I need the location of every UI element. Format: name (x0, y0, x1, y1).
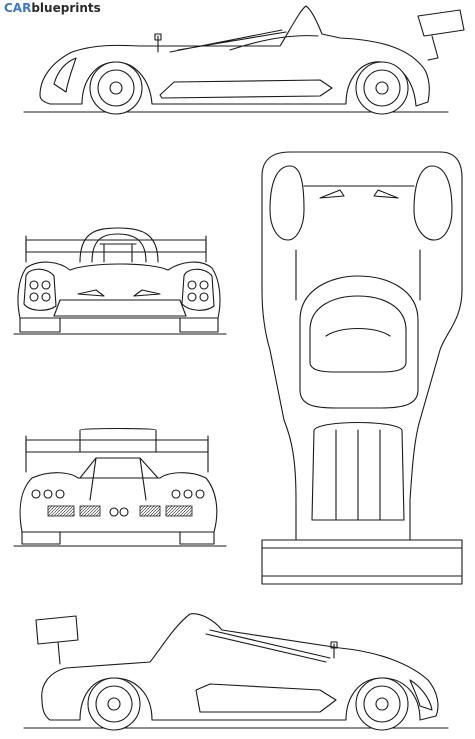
rear-wing (417, 9, 465, 37)
front-arch-right (413, 165, 453, 241)
left-headlights (23, 268, 57, 311)
mirror (330, 641, 338, 659)
right-grille (165, 505, 193, 517)
rear-body (19, 472, 218, 533)
side-view-top (23, 5, 465, 115)
side-view-bottom (23, 613, 449, 731)
front-view (13, 227, 227, 335)
top-view (261, 151, 463, 585)
nose-vent (409, 679, 433, 711)
engine-cover (311, 421, 405, 521)
logo-word: blueprints (31, 1, 101, 15)
roll-hoop (79, 227, 159, 263)
nose-vent (53, 57, 77, 93)
front-body (17, 261, 221, 319)
front-arch-left (269, 165, 305, 241)
rear-wing (35, 615, 79, 645)
side-intake (195, 683, 337, 713)
side-intake (159, 79, 333, 99)
top-body-outline (261, 151, 463, 541)
exhaust-right (119, 507, 129, 517)
left-grille (47, 505, 75, 517)
mirror (154, 33, 162, 53)
cockpit (299, 275, 419, 409)
right-headlights (181, 268, 215, 311)
exhaust-left (109, 507, 119, 517)
roll-bar-lines (205, 629, 331, 663)
car-blueprints-logo: CARblueprints (4, 1, 101, 15)
top-rear-wing (261, 539, 463, 585)
logo-brand: CAR (4, 1, 32, 15)
rear-view (13, 427, 227, 547)
roll-bar-lines (169, 29, 287, 53)
rear-wing (25, 439, 209, 453)
body-outline (41, 613, 439, 721)
